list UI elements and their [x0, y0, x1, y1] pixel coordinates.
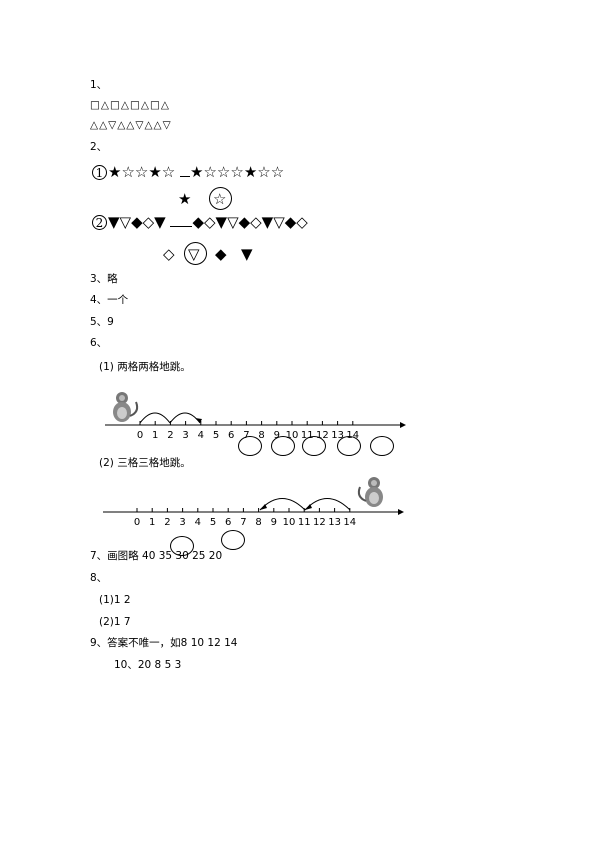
numberline-label: 12 [316, 430, 329, 441]
monkey-icon [113, 392, 139, 422]
q2-part1-number: 1 [92, 165, 107, 180]
q2-part2-sequence-b: ◆◇▼▽◆◇▼▽◆◇ [192, 213, 308, 231]
q6-label: 6、 [90, 337, 108, 349]
numberline-label: 1 [149, 517, 155, 528]
q8-line-2: (2)1 7 [99, 616, 131, 628]
q6-answer-circle-6 [170, 536, 194, 556]
monkey-icon [357, 477, 383, 507]
numberline-label: 7 [243, 430, 249, 441]
q4-text: 4、一个 [90, 294, 129, 306]
q2-part2-row: 2▼▽◆◇▼ ◆◇▼▽◆◇▼▽◆◇ [92, 213, 308, 231]
q2-part2-answer-diamond: ◇ [163, 245, 175, 263]
q2-part2-number: 2 [92, 215, 107, 230]
q1-shape-row-1: □△□△□△□△ [90, 99, 170, 111]
numberline-label: 11 [301, 430, 314, 441]
numberline-label: 8 [255, 517, 261, 528]
q6-sub2-text: (2) 三格三格地跳。 [99, 457, 191, 469]
numberline-label: 6 [225, 517, 231, 528]
q2-part2-answer-filled-triangle: ▼ [241, 245, 253, 263]
numberline-label: 11 [298, 517, 311, 528]
q6-answer-circle-7 [221, 530, 245, 550]
q3-text: 3、略 [90, 273, 118, 285]
q6-answer-circle-5 [370, 436, 394, 456]
q10-text: 10、20 8 5 3 [114, 659, 182, 671]
q9-text: 9、答案不唯一，如8 10 12 14 [90, 637, 238, 649]
numberline-label: 14 [343, 517, 356, 528]
q2-part1-answer-star: ★ [178, 190, 192, 208]
numberline-label: 9 [274, 430, 280, 441]
q5-text: 5、9 [90, 316, 114, 328]
numberline-label: 8 [258, 430, 264, 441]
numberline-label: 4 [198, 430, 204, 441]
q8-line-1: (1)1 2 [99, 594, 131, 606]
q1-label: 1、 [90, 79, 108, 91]
q2-part1-row: 1★☆☆★☆ ★☆☆☆★☆☆ [92, 163, 284, 181]
q2-part1-answer-circled-star: ☆ [213, 190, 227, 208]
q6-sub1-text: (1) 两格两格地跳。 [99, 361, 191, 373]
numberline-label: 2 [164, 517, 170, 528]
numberline-label: 13 [331, 430, 344, 441]
q2-part2-sequence-a: ▼▽◆◇▼ [108, 213, 166, 231]
numberline-label: 5 [210, 517, 216, 528]
numberline-label: 13 [328, 517, 341, 528]
q8-label: 8、 [90, 572, 108, 584]
numberline-label: 1 [152, 430, 158, 441]
q2-part2-blank [170, 226, 193, 227]
numberline-label: 4 [195, 517, 201, 528]
q6-answer-circle-1 [238, 436, 262, 456]
numberline-label: 3 [182, 430, 188, 441]
numberline-label: 3 [179, 517, 185, 528]
numberline-label: 2 [167, 430, 173, 441]
numberline-label: 9 [271, 517, 277, 528]
q2-part2-answer-circled-triangle: ▽ [188, 245, 200, 263]
q6-answer-circle-3 [302, 436, 326, 456]
q2-part1-sequence-a: ★☆☆★☆ [108, 163, 176, 181]
q1-shape-row-2: △△▽△△▽△△▽ [90, 119, 172, 131]
numberline-label: 0 [137, 430, 143, 441]
numberline-label: 7 [240, 517, 246, 528]
numberline-label: 14 [346, 430, 359, 441]
numberline-label: 5 [213, 430, 219, 441]
numberline-label: 10 [286, 430, 299, 441]
q7-text: 7、画图略 40 35 30 25 20 [90, 550, 223, 562]
q2-part1-answer-circle [209, 187, 232, 210]
q6-answer-circle-2 [271, 436, 295, 456]
q2-part2-answer-circle [184, 242, 207, 265]
q6-answer-circle-4 [337, 436, 361, 456]
q2-label: 2、 [90, 141, 108, 153]
q2-part1-blank [180, 176, 191, 177]
numberline-label: 12 [313, 517, 326, 528]
numberline-label: 10 [283, 517, 296, 528]
q2-part1-sequence-b: ★☆☆☆★☆☆ [190, 163, 285, 181]
numberline-label: 0 [134, 517, 140, 528]
numberline-label: 6 [228, 430, 234, 441]
q2-part2-answer-filled-diamond: ◆ [215, 245, 227, 263]
